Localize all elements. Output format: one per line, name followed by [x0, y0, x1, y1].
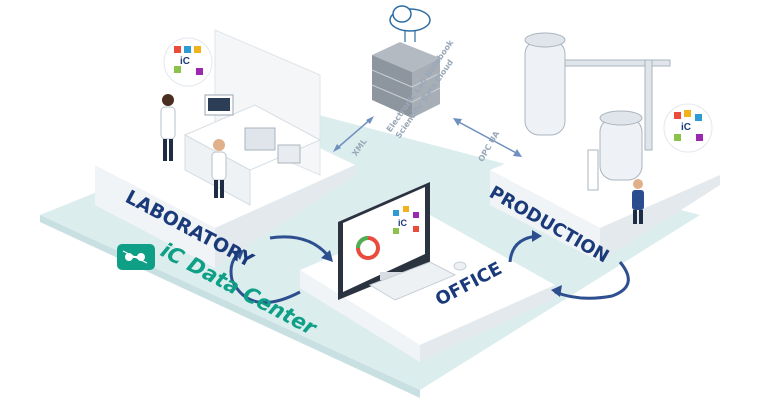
office-computer: [338, 182, 467, 301]
lab-office-arrowhead-bottom: [233, 250, 244, 260]
office-production-arrowhead-bottom: [551, 285, 562, 297]
lab-office-arrowhead-top: [321, 250, 333, 262]
lab-ic-badge: iC: [180, 56, 190, 67]
opc-ua-arrowhead-right: [513, 149, 522, 157]
lab-device-2: [277, 144, 301, 164]
scientist-2: [211, 139, 227, 198]
xml-arrowhead-top: [366, 116, 374, 124]
scientist-1: [160, 94, 176, 161]
lab-app-bubble: [163, 37, 213, 87]
xml-arrowhead-bottom: [333, 144, 341, 152]
production-platform-edge-right: [600, 175, 720, 262]
server-rack-icon: [371, 42, 441, 118]
production-app-bubble: [663, 103, 713, 153]
lab-device: [244, 127, 276, 151]
xml-arrow: [334, 117, 373, 151]
office-production-cycle-bottom: [554, 261, 630, 300]
office-ic-badge: iC: [398, 218, 407, 228]
opc-ua-arrowhead-left: [453, 118, 462, 126]
cloud-icon: [389, 5, 431, 42]
laboratory-platform-edge-right: [215, 165, 355, 268]
office-platform-edge: [300, 270, 420, 362]
opc-ua-arrow: [454, 119, 521, 156]
lab-instrument-screen: [208, 98, 230, 111]
production-worker: [632, 179, 644, 224]
office-production-arrowhead-top: [532, 230, 542, 242]
laboratory-platform-edge: [95, 165, 215, 268]
production-ic-badge: iC: [681, 122, 691, 133]
lab-office-cycle-bottom: [229, 250, 301, 305]
ic-data-center-logo-icon: [117, 244, 155, 270]
production-platform-edge: [490, 170, 600, 262]
office-platform-edge-right: [420, 285, 555, 362]
production-equipment: [524, 32, 671, 191]
